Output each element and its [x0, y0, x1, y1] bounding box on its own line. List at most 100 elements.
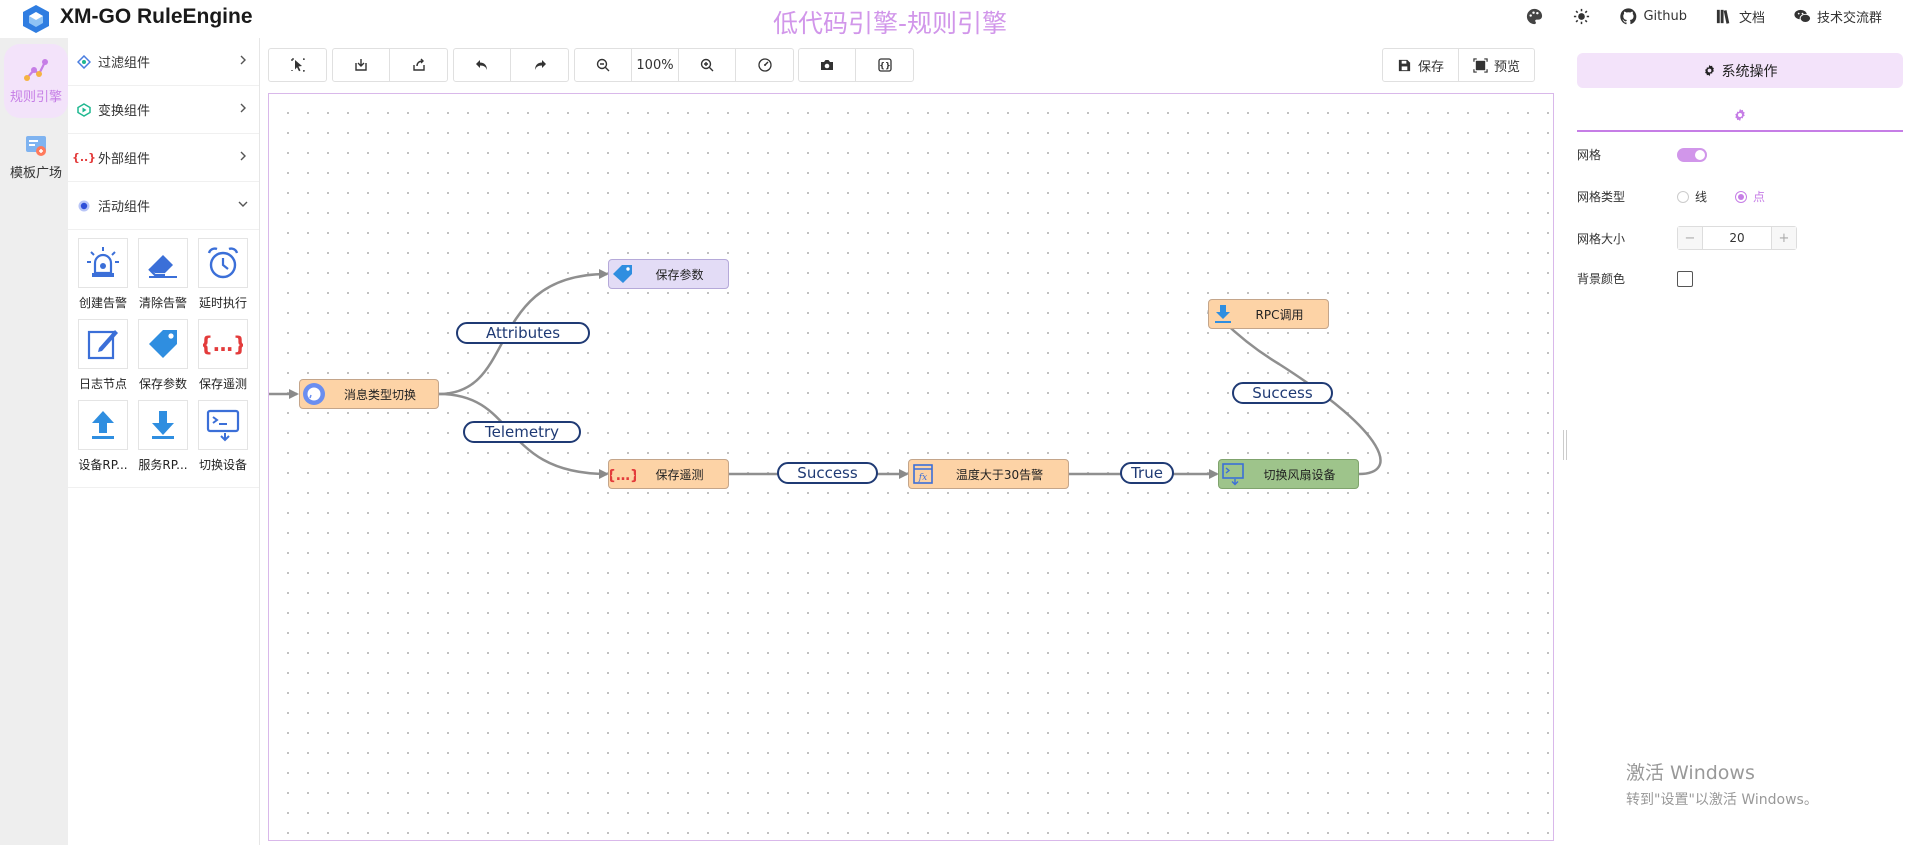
- svg-text:fx: fx: [918, 473, 927, 483]
- undo-button[interactable]: [454, 49, 511, 81]
- braces-icon: {…}: [203, 332, 243, 356]
- export-button[interactable]: [390, 49, 447, 81]
- flow-canvas[interactable]: 消息类型切换 保存参数 {…} 保存遥测 fx 温度大于30告警 切换风扇设备 …: [268, 93, 1554, 841]
- import-button[interactable]: [333, 49, 390, 81]
- node-message-switch[interactable]: 消息类型切换: [299, 379, 439, 409]
- save-label: 保存: [1418, 59, 1445, 75]
- system-operations-header[interactable]: 系统操作: [1577, 53, 1903, 88]
- grid-type-dot-radio[interactable]: 点: [1735, 188, 1765, 205]
- zoom-out-icon: [596, 58, 610, 72]
- group-filter[interactable]: 过滤组件: [68, 38, 259, 86]
- decrement-button[interactable]: −: [1678, 227, 1702, 249]
- node-label: 消息类型切换: [343, 387, 416, 402]
- component-delay[interactable]: 延时执行: [194, 238, 252, 311]
- grid-size-stepper[interactable]: − 20 +: [1677, 226, 1797, 250]
- switch-device-icon: [206, 409, 240, 442]
- download-icon: [1209, 300, 1237, 328]
- svg-text:{…}: {…}: [203, 332, 243, 356]
- component-switch-device[interactable]: 切换设备: [194, 400, 252, 473]
- screenshot-button[interactable]: [799, 49, 856, 81]
- log-icon: [87, 330, 118, 360]
- redo-button[interactable]: [511, 49, 568, 81]
- tag-icon: [149, 330, 177, 358]
- group-label: 活动组件: [98, 200, 151, 215]
- left-rail: 规则引擎 模板广场: [0, 38, 68, 845]
- settings-gear-icon: [1735, 108, 1745, 122]
- select-tool-button[interactable]: [269, 49, 326, 81]
- background-color-checkbox[interactable]: [1677, 270, 1693, 287]
- component-clear-alarm[interactable]: 清除告警: [134, 238, 192, 311]
- zoom-in-button[interactable]: [679, 49, 736, 81]
- code-icon: {}: [877, 58, 892, 72]
- community-link[interactable]: 技术交流群: [1793, 7, 1882, 26]
- node-label: 保存参数: [655, 267, 704, 282]
- node-label: 保存遥测: [655, 467, 704, 482]
- theme-toggle-button[interactable]: [1572, 7, 1591, 26]
- action-icon: [76, 198, 92, 214]
- braces-icon: {…}: [609, 460, 637, 488]
- panel-splitter-handle[interactable]: [1563, 430, 1567, 460]
- redo-icon: [534, 60, 546, 70]
- theme-palette-button[interactable]: [1525, 7, 1544, 26]
- edge-label-attributes[interactable]: Attributes: [456, 322, 590, 344]
- svg-text:{}: {}: [879, 61, 890, 70]
- component-log[interactable]: 日志节点: [74, 319, 132, 392]
- svg-text:{…}: {…}: [610, 468, 636, 484]
- windows-activation-watermark: 激活 Windows 转到"设置"以激活 Windows。: [1626, 758, 1818, 809]
- node-label: RPC调用: [1255, 307, 1304, 322]
- wechat-icon: [1794, 9, 1812, 23]
- component-label: 保存参数: [138, 377, 187, 391]
- node-temperature-alarm[interactable]: fx 温度大于30告警: [908, 459, 1069, 489]
- github-link[interactable]: Github: [1619, 7, 1687, 26]
- node-save-attributes[interactable]: 保存参数: [608, 259, 729, 289]
- sun-icon: [1574, 8, 1590, 25]
- component-service-rpc[interactable]: 服务RP...: [134, 400, 192, 473]
- toolbar-group-io: [332, 48, 448, 82]
- group-transform[interactable]: 变换组件: [68, 86, 259, 134]
- grid-size-label: 网格大小: [1577, 231, 1626, 246]
- radio-label: 点: [1753, 190, 1766, 204]
- grid-toggle[interactable]: [1677, 147, 1707, 162]
- tag-icon: [609, 260, 637, 288]
- edge-label-success-rpc[interactable]: Success: [1232, 382, 1333, 404]
- node-save-telemetry[interactable]: {…} 保存遥测: [608, 459, 729, 489]
- app-header: XM-GO RuleEngine 低代码引擎-规则引擎 Github 文档 技术…: [0, 0, 1908, 38]
- edge-label-true[interactable]: True: [1120, 462, 1174, 484]
- download-icon: [152, 411, 174, 439]
- settings-tab[interactable]: [1577, 100, 1903, 132]
- node-switch-fan-device[interactable]: 切换风扇设备: [1218, 459, 1359, 489]
- watermark-line-2: 转到"设置"以激活 Windows。: [1626, 792, 1818, 808]
- grid-size-value[interactable]: 20: [1702, 227, 1772, 249]
- grid-type-row: 网格类型 线 点: [1577, 188, 1793, 205]
- rail-item-templates[interactable]: 模板广场: [4, 124, 68, 181]
- zoom-in-icon: [700, 58, 714, 72]
- docs-link[interactable]: 文档: [1715, 7, 1765, 26]
- transform-icon: [76, 102, 92, 118]
- component-label: 日志节点: [78, 377, 127, 391]
- preview-button[interactable]: 预览: [1459, 49, 1534, 81]
- zoom-out-button[interactable]: [575, 49, 632, 81]
- save-button[interactable]: 保存: [1383, 49, 1460, 81]
- github-icon: [1620, 8, 1637, 25]
- component-label: 延时执行: [198, 296, 247, 310]
- edge-label-success[interactable]: Success: [777, 462, 878, 484]
- import-icon: [355, 59, 367, 71]
- group-action[interactable]: 活动组件: [68, 182, 259, 230]
- node-rpc-call[interactable]: RPC调用: [1208, 299, 1329, 329]
- component-create-alarm[interactable]: 创建告警: [74, 238, 132, 311]
- grid-label: 网格: [1577, 148, 1602, 162]
- rail-label-rule-engine: 规则引擎: [9, 90, 62, 105]
- increment-button[interactable]: +: [1772, 227, 1796, 249]
- edge-label-telemetry[interactable]: Telemetry: [463, 421, 581, 443]
- docs-label: 文档: [1738, 11, 1765, 26]
- code-view-button[interactable]: {}: [856, 49, 913, 81]
- component-device-rpc[interactable]: 设备RP...: [74, 400, 132, 473]
- share-icon: [412, 58, 425, 71]
- group-external[interactable]: {..} 外部组件: [68, 134, 259, 182]
- fit-view-button[interactable]: [736, 49, 793, 81]
- component-save-attributes[interactable]: 保存参数: [134, 319, 192, 392]
- rail-item-rule-engine[interactable]: 规则引擎: [4, 44, 68, 118]
- grid-type-line-radio[interactable]: 线: [1677, 188, 1707, 205]
- function-icon: fx: [909, 460, 937, 488]
- component-save-telemetry[interactable]: {…} 保存遥测: [194, 319, 252, 392]
